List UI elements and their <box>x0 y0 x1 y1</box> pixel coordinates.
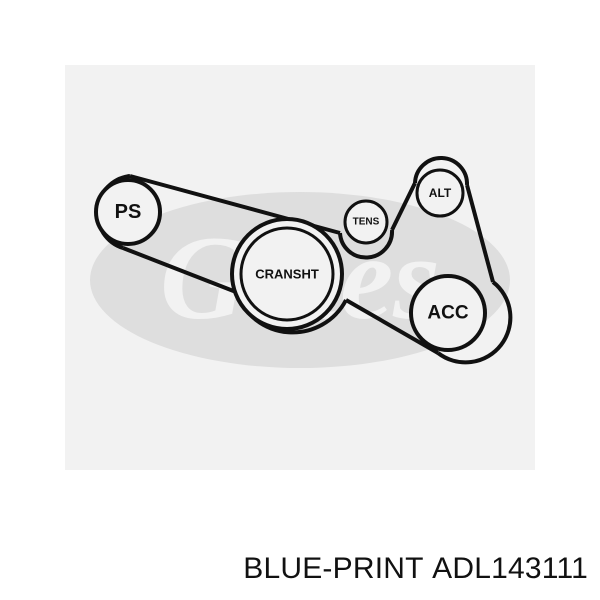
pulley-alt-circle <box>415 168 465 218</box>
pulley-crank-label: CRANSHT <box>255 267 319 282</box>
pulley-acc: ACC <box>409 274 487 352</box>
pulley-ps-label: PS <box>115 201 142 223</box>
belt-arc-acc <box>436 280 513 365</box>
belt-span-crank-acc <box>345 298 439 355</box>
pulley-alt-label: ALT <box>429 186 452 200</box>
part-number: ADL143111 <box>432 552 588 585</box>
belt-span-ps-bottom <box>122 246 237 294</box>
pulley-alt: ALT <box>415 168 465 218</box>
pulley-crank: CRANSHT <box>230 217 344 331</box>
belt-arc-alt <box>413 156 470 186</box>
pulley-tens-label: TENS <box>353 217 380 228</box>
pulley-crank-outer <box>230 217 344 331</box>
belt-span-alt-tens <box>390 182 417 231</box>
belt-span-acc-alt <box>465 184 495 283</box>
pulley-ps: PS <box>94 178 162 246</box>
brand-name: BLUE-PRINT <box>243 552 424 585</box>
pulley-tens: TENS <box>343 199 389 245</box>
pulley-ps-circle <box>94 178 162 246</box>
pulley-crank-inner <box>239 226 335 322</box>
belt-arc-tens <box>338 229 395 260</box>
pulley-tens-circle <box>343 199 389 245</box>
pulley-acc-label: ACC <box>427 303 468 324</box>
footer-caption: BLUE-PRINT ADL143111 <box>243 552 588 586</box>
pulley-acc-circle <box>409 274 487 352</box>
